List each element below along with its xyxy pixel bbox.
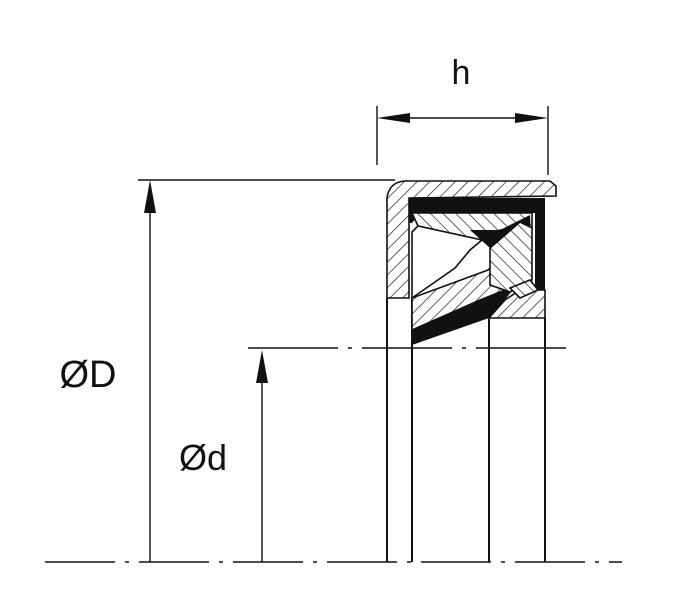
label-h: h [452, 54, 471, 92]
label-outer-diameter: ØD [60, 354, 117, 396]
metal-case [386, 180, 557, 299]
h-arrow-left [377, 113, 410, 123]
spring-block [489, 221, 533, 293]
inner-cavity [411, 225, 484, 300]
inner-diameter-arrow [256, 350, 268, 383]
rubber-outer-band [409, 198, 545, 290]
label-inner-diameter: Ød [179, 437, 227, 478]
outer-diameter-arrow [144, 180, 156, 213]
h-arrow-right [515, 113, 548, 123]
hook-detail [508, 279, 540, 299]
